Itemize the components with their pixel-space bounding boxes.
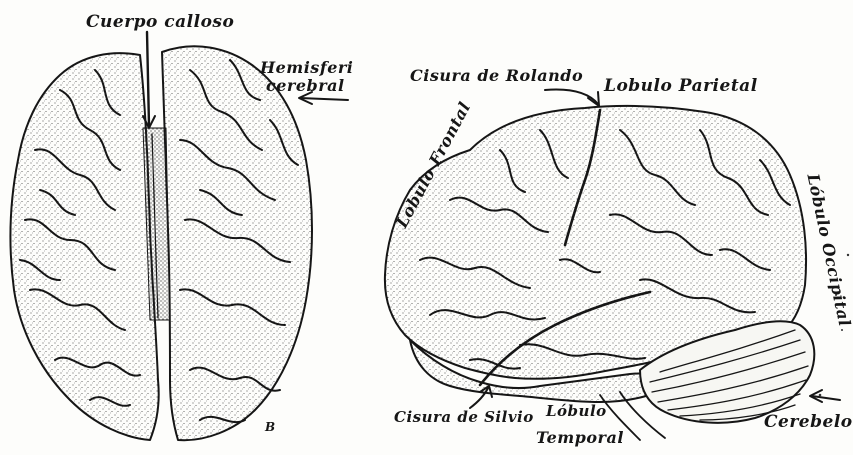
label-cisura-rolando: Cisura de Rolando	[410, 66, 583, 85]
label-hemisferio-cerebral-line2: cerebral	[266, 76, 345, 95]
label-cerebelo: Cerebelo	[764, 412, 853, 432]
left-hemisphere	[11, 53, 159, 440]
label-lobulo-temporal-line2: Temporal	[536, 428, 624, 447]
label-hemisferio-cerebral-line1: Hemisferi	[260, 58, 353, 77]
label-cisura-silvio: Cisura de Silvio	[394, 408, 534, 426]
label-figure-letter: B	[265, 420, 276, 434]
right-hemisphere	[162, 46, 312, 440]
label-cuerpo-calloso: Cuerpo calloso	[86, 12, 234, 32]
label-lobulo-parietal: Lobulo Parietal	[604, 76, 758, 96]
rolando-arrow	[545, 90, 598, 104]
label-lobulo-temporal-line1: Lóbulo	[546, 402, 607, 420]
